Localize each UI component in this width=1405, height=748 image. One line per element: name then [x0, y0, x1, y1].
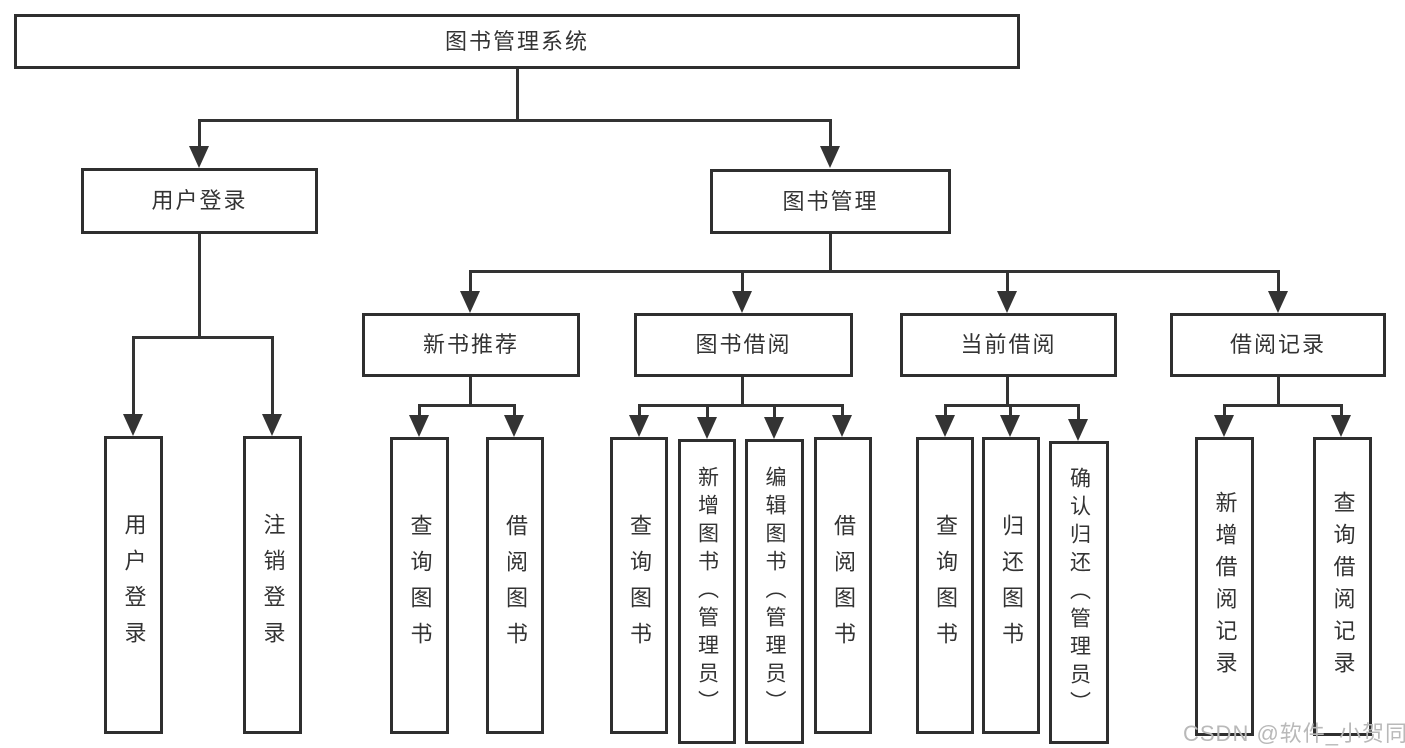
- connector-drop: [198, 119, 201, 152]
- node-label: 查询图书: [407, 513, 433, 658]
- connector-userlogin-bus: [132, 336, 274, 339]
- node-label: 用户登录: [121, 513, 147, 657]
- node-root-library-system: 图书管理系统: [14, 14, 1020, 69]
- arrow-down-icon: [504, 415, 524, 437]
- arrow-down-icon: [997, 291, 1017, 313]
- connector-drop: [469, 270, 472, 297]
- arrow-down-icon: [629, 415, 649, 437]
- connector-current-stem: [1006, 377, 1009, 406]
- node-book-management: 图书管理: [710, 169, 951, 234]
- leaf-record-query: 查询借阅记录: [1313, 437, 1372, 736]
- connector-newbook-bus: [418, 404, 516, 407]
- node-label: 图书管理: [782, 188, 879, 214]
- node-label: 确认归还（管理员）: [1067, 466, 1091, 719]
- connector-newbook-stem: [469, 377, 472, 406]
- node-label: 查询图书: [627, 513, 652, 658]
- node-label: 图书管理系统: [444, 28, 589, 54]
- node-borrow-record: 借阅记录: [1170, 313, 1386, 377]
- leaf-borrow-add-admin: 新增图书（管理员）: [678, 439, 736, 744]
- arrow-down-icon: [732, 291, 752, 313]
- node-label: 查询借阅记录: [1330, 490, 1356, 683]
- leaf-newbook-query: 查询图书: [390, 437, 449, 734]
- arrow-down-icon: [262, 414, 282, 436]
- node-label: 新书推荐: [422, 332, 519, 357]
- connector-drop: [1006, 270, 1009, 297]
- connector-drop: [1077, 404, 1080, 426]
- node-label: 查询图书: [933, 513, 958, 658]
- leaf-current-return: 归还图书: [982, 437, 1040, 734]
- leaf-current-confirm-admin: 确认归还（管理员）: [1049, 441, 1109, 744]
- connector-bookmgmt-bus: [469, 270, 1279, 273]
- arrow-down-icon: [764, 417, 784, 439]
- connector-drop: [418, 404, 421, 422]
- connector-drop: [1009, 404, 1012, 422]
- connector-borrow-bus: [638, 404, 844, 407]
- node-label: 新增借阅记录: [1212, 490, 1238, 683]
- connector-record-stem: [1277, 377, 1280, 406]
- connector-bookmgmt-stem: [829, 234, 832, 272]
- connector-drop: [829, 119, 832, 152]
- node-label: 新增图书（管理员）: [695, 465, 719, 718]
- node-label: 借阅记录: [1229, 332, 1326, 357]
- node-label: 用户登录: [151, 188, 248, 213]
- node-book-borrow: 图书借阅: [634, 313, 853, 377]
- node-label: 借阅图书: [831, 513, 856, 658]
- node-label: 当前借阅: [960, 332, 1057, 357]
- connector-drop: [1277, 270, 1280, 297]
- connector-root-stem: [516, 68, 519, 121]
- node-label: 归还图书: [999, 513, 1024, 658]
- leaf-logout: 注销登录: [243, 436, 302, 734]
- leaf-current-query: 查询图书: [916, 437, 974, 734]
- connector-drop: [944, 404, 947, 422]
- node-current-borrow: 当前借阅: [900, 313, 1117, 377]
- connector-drop: [271, 336, 274, 420]
- node-label: 借阅图书: [503, 513, 528, 658]
- node-new-book-recommend: 新书推荐: [362, 313, 580, 377]
- arrow-down-icon: [1068, 419, 1088, 441]
- connector-drop: [773, 404, 776, 424]
- arrow-down-icon: [1331, 415, 1351, 437]
- node-label: 图书借阅: [695, 332, 792, 357]
- arrow-down-icon: [935, 415, 955, 437]
- connector-root-bus: [198, 119, 832, 122]
- node-user-login: 用户登录: [81, 168, 318, 234]
- connector-drop: [741, 270, 744, 297]
- leaf-record-add: 新增借阅记录: [1195, 437, 1254, 736]
- connector-userlogin-stem: [198, 234, 201, 339]
- arrow-down-icon: [189, 146, 209, 168]
- arrow-down-icon: [1268, 291, 1288, 313]
- arrow-down-icon: [832, 415, 852, 437]
- leaf-newbook-borrow: 借阅图书: [486, 437, 544, 734]
- leaf-borrow-edit-admin: 编辑图书（管理员）: [745, 439, 804, 744]
- connector-drop: [1223, 404, 1226, 422]
- leaf-user-login: 用户登录: [104, 436, 163, 734]
- arrow-down-icon: [820, 146, 840, 168]
- leaf-borrow-borrow: 借阅图书: [814, 437, 872, 734]
- connector-drop: [132, 336, 135, 420]
- connector-drop: [841, 404, 844, 422]
- connector-drop: [706, 404, 709, 424]
- arrow-down-icon: [460, 291, 480, 313]
- arrow-down-icon: [697, 417, 717, 439]
- connector-drop: [638, 404, 641, 422]
- leaf-borrow-query: 查询图书: [610, 437, 668, 734]
- node-label: 编辑图书（管理员）: [763, 465, 786, 718]
- connector-drop: [1340, 404, 1343, 422]
- node-label: 注销登录: [260, 513, 286, 657]
- connector-borrow-stem: [741, 377, 744, 406]
- csdn-watermark: CSDN @软件_小贺同学: [1183, 721, 1405, 746]
- connector-record-bus: [1223, 404, 1343, 407]
- connector-current-bus: [944, 404, 1080, 407]
- arrow-down-icon: [1000, 415, 1020, 437]
- arrow-down-icon: [409, 415, 429, 437]
- arrow-down-icon: [123, 414, 143, 436]
- connector-drop: [513, 404, 516, 422]
- arrow-down-icon: [1214, 415, 1234, 437]
